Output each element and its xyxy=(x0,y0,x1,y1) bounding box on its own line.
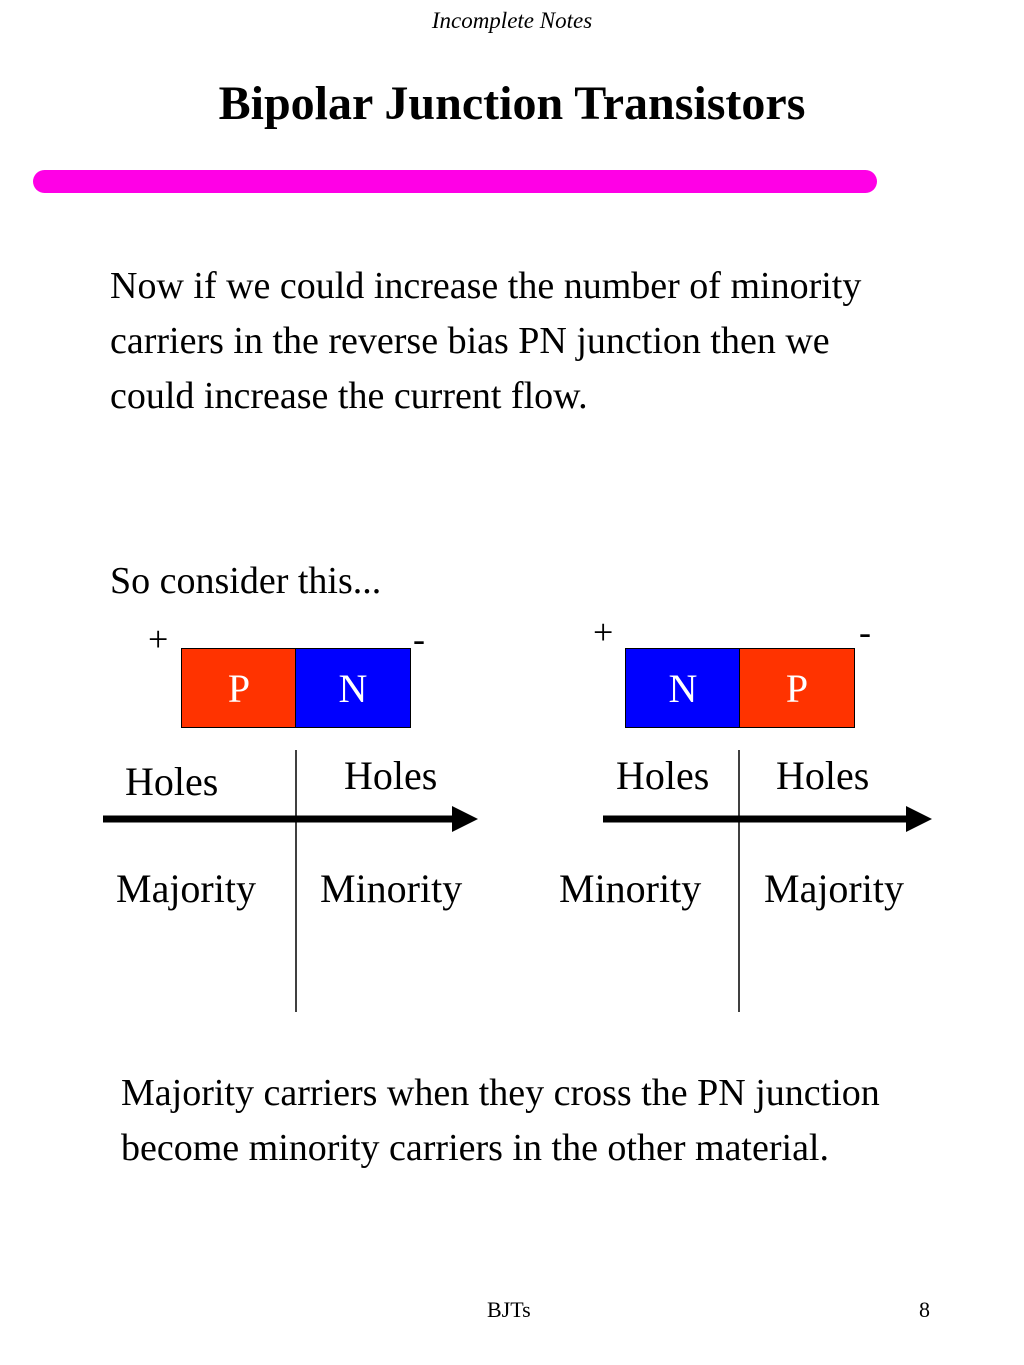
label-minority: Minority xyxy=(320,866,463,911)
n-region: N xyxy=(295,648,411,728)
title-underline xyxy=(33,170,877,193)
p-region: P xyxy=(739,648,855,728)
arrow-head-right xyxy=(906,806,932,832)
paragraph-consider: So consider this... xyxy=(110,560,382,602)
label-minority: Minority xyxy=(559,866,702,911)
label-holes-right: Holes xyxy=(344,753,438,798)
label-majority: Majority xyxy=(764,866,904,911)
page-number: 8 xyxy=(919,1297,930,1322)
label-holes-left: Holes xyxy=(616,753,710,798)
plus-sign: + xyxy=(148,619,169,659)
minus-sign: - xyxy=(859,612,871,652)
label-majority: Majority xyxy=(116,866,256,911)
plus-sign: + xyxy=(593,612,614,652)
arrow-head-left xyxy=(452,806,478,832)
p-region: P xyxy=(181,648,297,728)
paragraph-conclusion: Majority carriers when they cross the PN… xyxy=(121,1072,880,1169)
minus-sign: - xyxy=(413,619,425,659)
page-title: Bipolar Junction Transistors xyxy=(218,77,806,130)
label-holes-right: Holes xyxy=(776,753,870,798)
header-note: Incomplete Notes xyxy=(431,8,593,33)
n-region: N xyxy=(625,648,741,728)
label-holes-left: Holes xyxy=(125,759,219,804)
paragraph-intro: Now if we could increase the number of m… xyxy=(110,265,862,417)
footer-label: BJTs xyxy=(487,1297,531,1322)
